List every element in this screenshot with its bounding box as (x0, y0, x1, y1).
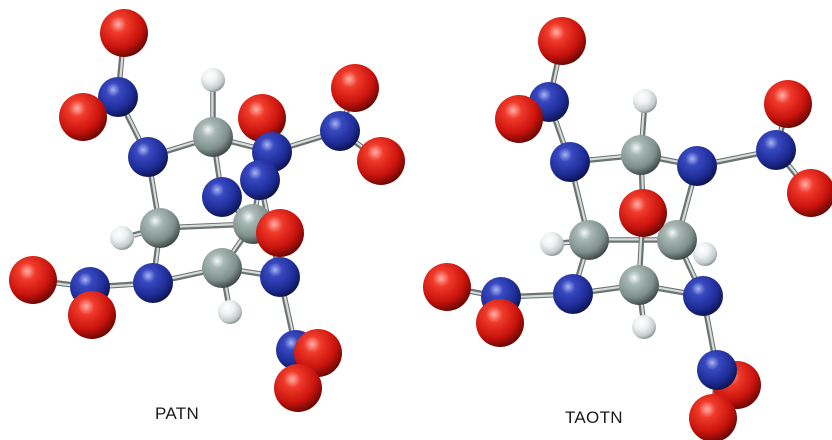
taotn-atom-n (756, 130, 796, 170)
caption-patn: PATN (155, 404, 200, 423)
taotn-atom-h (693, 242, 717, 266)
taotn-atom-n (553, 274, 593, 314)
taotn-atom-h (633, 89, 657, 113)
taotn-atom-o (787, 169, 832, 217)
taotn-atom-c (621, 135, 661, 175)
patn-atom-o (238, 94, 286, 142)
taotn-atom-o (764, 80, 812, 128)
patn-atom-o (331, 64, 379, 112)
patn-atom-c (202, 248, 242, 288)
patn-atom-c (140, 208, 180, 248)
patn-atom-o (100, 9, 148, 57)
patn-atom-n (240, 160, 280, 200)
patn-atom-n (202, 177, 242, 217)
patn-atom-o (357, 137, 405, 185)
taotn-atom-c (657, 220, 697, 260)
taotn-atom-n (683, 276, 723, 316)
taotn-atom-h (632, 315, 656, 339)
taotn-atom-o (689, 394, 737, 440)
patn-atom-n (260, 257, 300, 297)
patn-atom-n (98, 77, 138, 117)
taotn-atom-n (550, 142, 590, 182)
taotn-atom-n (697, 350, 737, 390)
taotn-atom-o (476, 299, 524, 347)
taotn-atom-o (423, 263, 471, 311)
taotn-atom-n (677, 146, 717, 186)
patn-atom-o (9, 256, 57, 304)
taotn-atom-c (619, 265, 659, 305)
patn-atom-n (128, 137, 168, 177)
patn-atom-n (133, 263, 173, 303)
atom-layer (9, 9, 832, 440)
patn-atom-o (59, 93, 107, 141)
patn-atom-n (320, 111, 360, 151)
patn-atom-h (201, 68, 225, 92)
patn-atom-o (68, 291, 116, 339)
patn-atom-h (218, 300, 242, 324)
patn-atom-o (256, 209, 304, 257)
taotn-atom-o (619, 189, 667, 237)
patn-atom-o (294, 329, 342, 377)
patn-atom-h (110, 226, 134, 250)
patn-atom-o (274, 364, 322, 412)
taotn-atom-o (495, 95, 543, 143)
taotn-atom-h (540, 232, 564, 256)
taotn-atom-c (569, 220, 609, 260)
caption-taotn: TAOTN (565, 408, 623, 427)
patn-atom-c (193, 117, 233, 157)
taotn-atom-o (538, 17, 586, 65)
